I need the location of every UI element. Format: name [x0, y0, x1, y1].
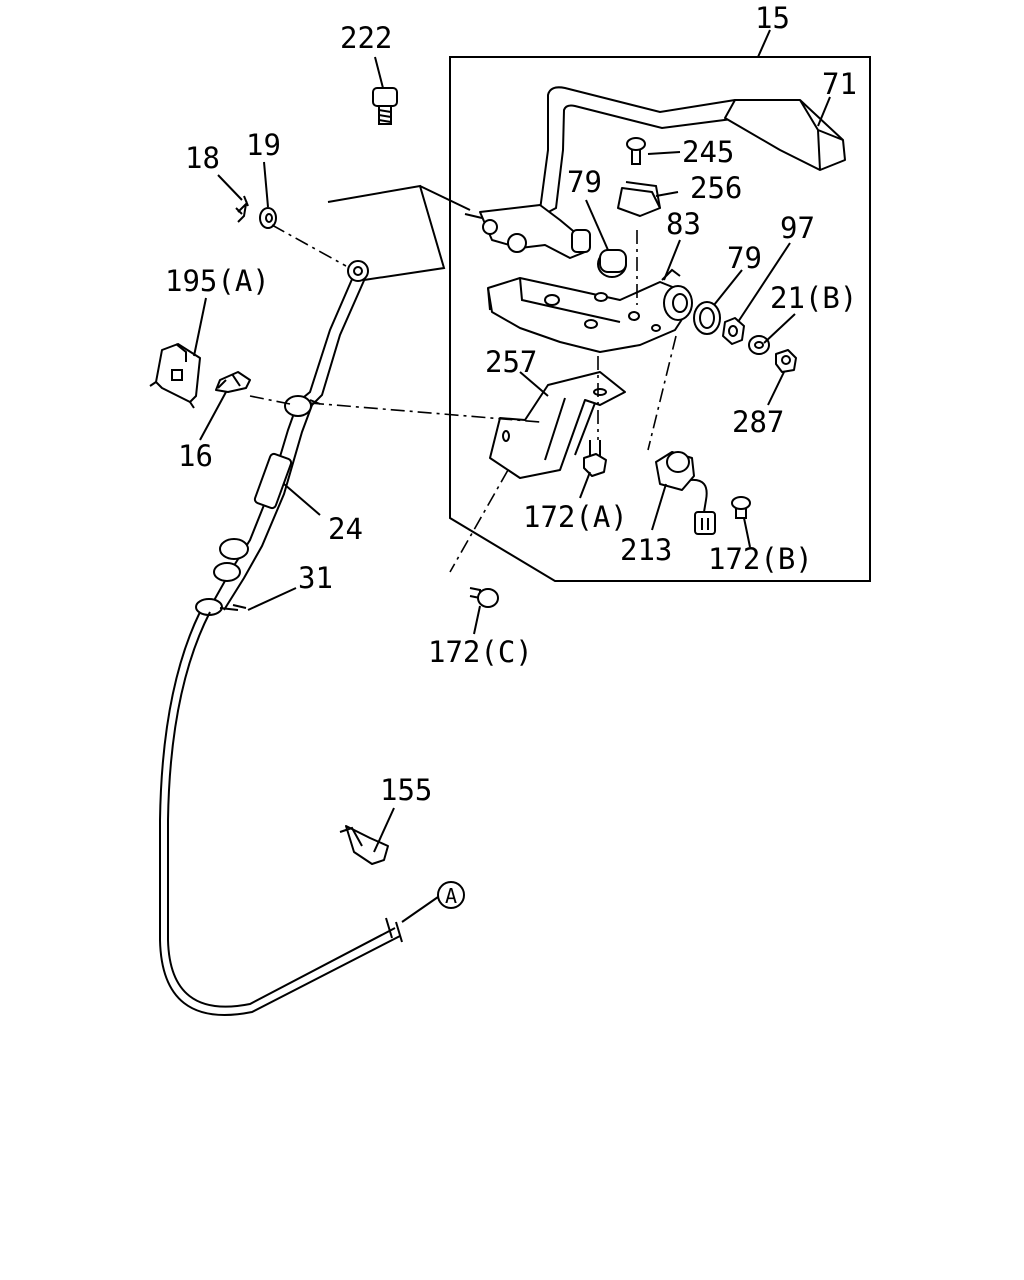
callout-18: 18 — [185, 141, 220, 175]
clip-155-part — [339, 825, 389, 865]
bushing-79-right-part — [693, 301, 721, 335]
bolt-222-part — [372, 87, 398, 125]
alignment-line — [309, 402, 541, 423]
callout-97: 97 — [780, 211, 815, 245]
callout-155: 155 — [380, 773, 432, 807]
callout-83: 83 — [666, 207, 701, 241]
clip-16-part — [215, 371, 251, 393]
callout-256: 256 — [690, 171, 742, 205]
callout-79-right: 79 — [727, 241, 762, 275]
reference-plane — [309, 399, 321, 405]
pivot-bracket-part — [464, 204, 591, 259]
callout-172a: 172(A) — [523, 500, 628, 534]
callout-172b: 172(B) — [708, 542, 813, 576]
reference-plane — [419, 185, 471, 211]
alignment-line — [249, 395, 291, 405]
main-bracket-83-part — [487, 268, 693, 353]
callout-24: 24 — [328, 512, 363, 546]
bolt-172c-part — [469, 587, 499, 608]
reference-plane — [327, 184, 446, 281]
alignment-line — [449, 469, 509, 573]
callout-71: 71 — [822, 67, 857, 101]
nut-287-part — [775, 349, 797, 373]
callout-245: 245 — [682, 135, 734, 169]
nut-97-part — [722, 317, 745, 345]
cable-24-part — [159, 260, 403, 1016]
callout-195a: 195(A) — [165, 264, 270, 298]
callout-79: 79 — [567, 165, 602, 199]
callout-19: 19 — [246, 128, 281, 162]
callout-15: 15 — [755, 1, 790, 35]
callout-21b: 21(B) — [770, 281, 857, 315]
lever-71-part — [499, 86, 846, 231]
clip-18-part — [235, 195, 249, 223]
switch-213-part — [655, 451, 716, 535]
screw-172b-part — [731, 496, 751, 519]
callout-287: 287 — [732, 405, 784, 439]
clip-256-part — [617, 181, 661, 217]
callout-16: 16 — [178, 439, 213, 473]
assembly-frame — [449, 56, 871, 582]
callout-a-circle — [437, 881, 465, 909]
callout-31: 31 — [298, 561, 333, 595]
callout-a: A — [445, 884, 457, 908]
washer-21b-part — [748, 335, 770, 355]
bracket-195a-part — [149, 343, 201, 409]
alignment-line — [647, 335, 677, 451]
screw-245-part — [626, 137, 646, 165]
leader-lines — [193, 29, 831, 923]
callout-172c: 172(C) — [428, 635, 533, 669]
callout-222: 222 — [340, 21, 392, 55]
alignment-line — [271, 224, 347, 267]
bolt-172a-part — [583, 440, 607, 477]
callout-213: 213 — [620, 533, 672, 567]
callout-257: 257 — [485, 345, 537, 379]
bushing-79-part — [597, 249, 627, 278]
washer-19-part — [259, 207, 277, 229]
